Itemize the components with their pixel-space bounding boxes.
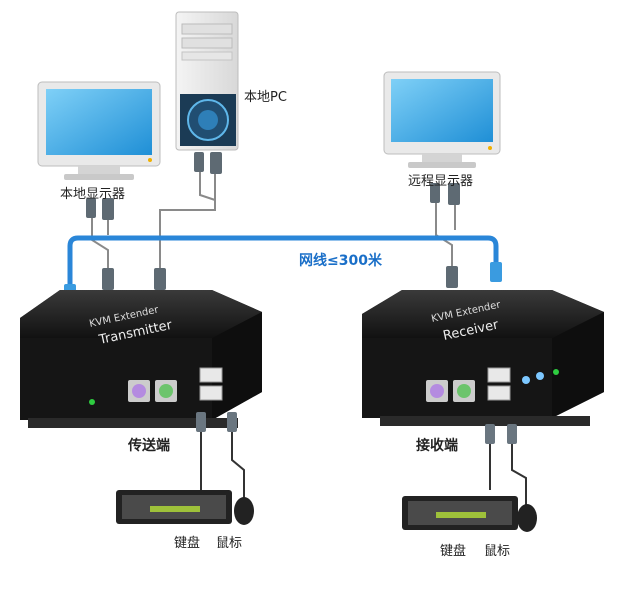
mouse-left-icon (234, 497, 254, 525)
keyboard-left-icon (116, 490, 232, 524)
cable-length-label: 网线≤300米 (299, 250, 382, 270)
local-monitor-label: 本地显示器 (60, 183, 125, 202)
keyboard-right-icon (402, 496, 518, 530)
remote-monitor-icon (384, 72, 500, 168)
power-led-icon (553, 369, 559, 375)
keyboard-left-label: 键盘 (174, 532, 200, 551)
local-pc-label: 本地PC (244, 86, 287, 105)
local-monitor-icon (38, 82, 160, 180)
receiver-side-label: 接收端 (416, 435, 458, 455)
keyboard-right-label: 键盘 (440, 540, 466, 559)
connector-plugs (86, 152, 460, 290)
mouse-right-icon (517, 504, 537, 532)
mouse-left-label: 鼠标 (216, 532, 242, 551)
local-pc-icon (176, 12, 238, 150)
remote-monitor-label: 远程显示器 (408, 170, 473, 189)
peripheral-cables (201, 420, 526, 505)
gray-cables (92, 165, 455, 268)
mouse-right-label: 鼠标 (484, 540, 510, 559)
power-led-icon (89, 399, 95, 405)
transmitter-side-label: 传送端 (128, 435, 170, 455)
